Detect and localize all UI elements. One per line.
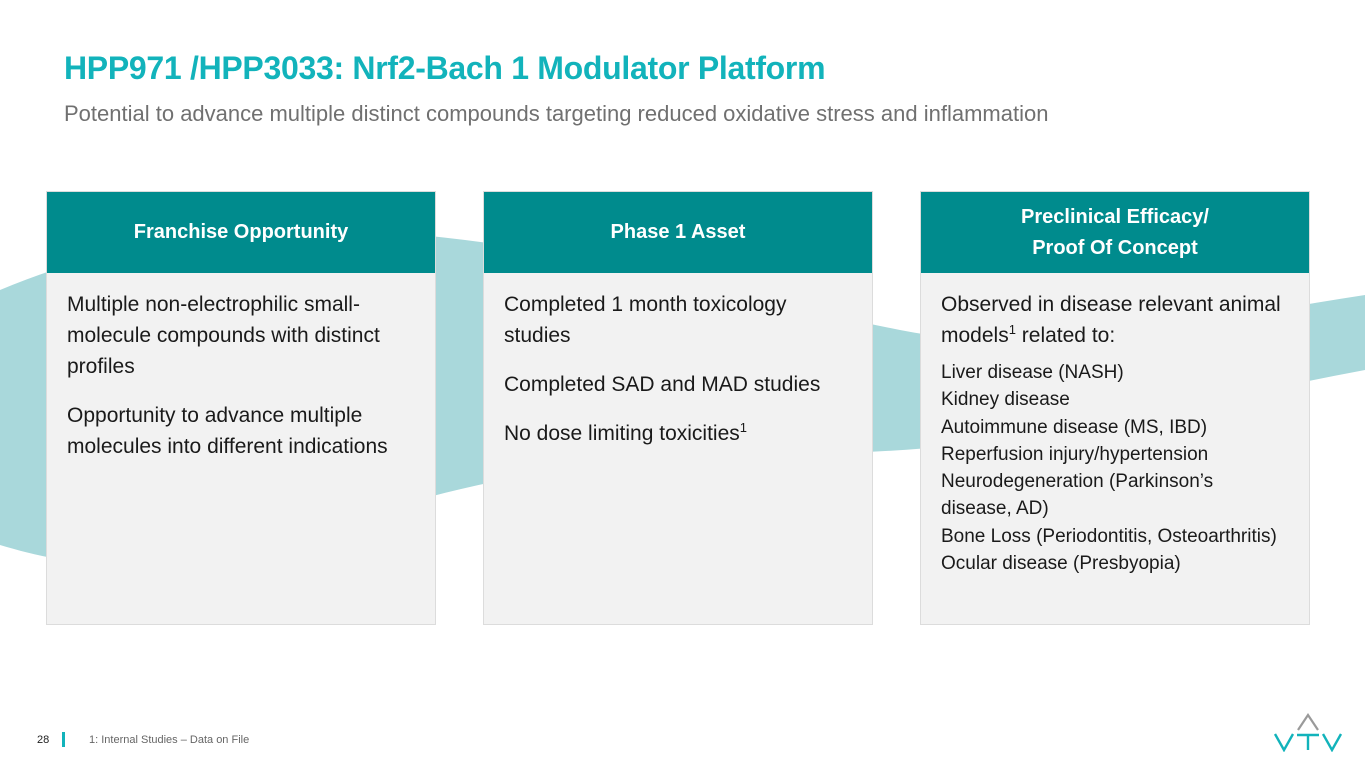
list-item: Ocular disease (Presbyopia) (941, 553, 1181, 575)
card-paragraph: Completed 1 month toxicology studies (504, 293, 787, 347)
list-item: Liver disease (NASH) (941, 362, 1124, 383)
footnote-marker: 1 (1008, 322, 1016, 337)
card-paragraph: Opportunity to advance multiple molecule… (67, 404, 388, 458)
page-number: 28 (37, 734, 50, 746)
paragraph-text: No dose limiting toxicities (504, 422, 740, 445)
intro-text: Observed in disease relevant animal mode… (941, 293, 1281, 347)
page-subtitle: Potential to advance multiple distinct c… (64, 101, 1049, 126)
card-preclinical-efficacy: Preclinical Efficacy/ Proof Of Concept O… (920, 191, 1310, 625)
card-heading: Preclinical Efficacy/ Proof Of Concept (921, 192, 1309, 273)
footer-divider (62, 732, 65, 747)
card-paragraph: Completed SAD and MAD studies (504, 373, 821, 396)
card-heading: Phase 1 Asset (484, 192, 872, 273)
card-paragraph: No dose limiting toxicities1 (504, 418, 852, 449)
indication-list: Liver disease (NASH) Kidney disease Auto… (941, 359, 1289, 577)
list-item: Autoimmune disease (MS, IBD) (941, 416, 1208, 438)
list-item: Bone Loss (Periodontitis, Osteoarthritis… (941, 525, 1277, 547)
card-phase-1-asset: Phase 1 Asset Completed 1 month toxicolo… (483, 191, 873, 625)
page-title: HPP971 /HPP3033: Nrf2-Bach 1 Modulator P… (64, 50, 826, 86)
card-intro: Observed in disease relevant animal mode… (941, 289, 1289, 351)
card-franchise-opportunity: Franchise Opportunity Multiple non-elect… (46, 191, 436, 625)
list-item: Kidney disease (941, 389, 1070, 411)
list-item: Reperfusion injury/hypertension (941, 443, 1209, 465)
footnote: 1: Internal Studies – Data on File (89, 734, 250, 746)
card-paragraph: Multiple non-electrophilic small-molecul… (67, 293, 380, 378)
card-heading: Franchise Opportunity (47, 192, 435, 273)
intro-text-end: related to: (1015, 324, 1116, 347)
vtv-logo-icon (1273, 713, 1343, 752)
list-item: Neurodegeneration (Parkinson’s disease, … (941, 471, 1214, 520)
footnote-marker: 1 (739, 420, 747, 435)
